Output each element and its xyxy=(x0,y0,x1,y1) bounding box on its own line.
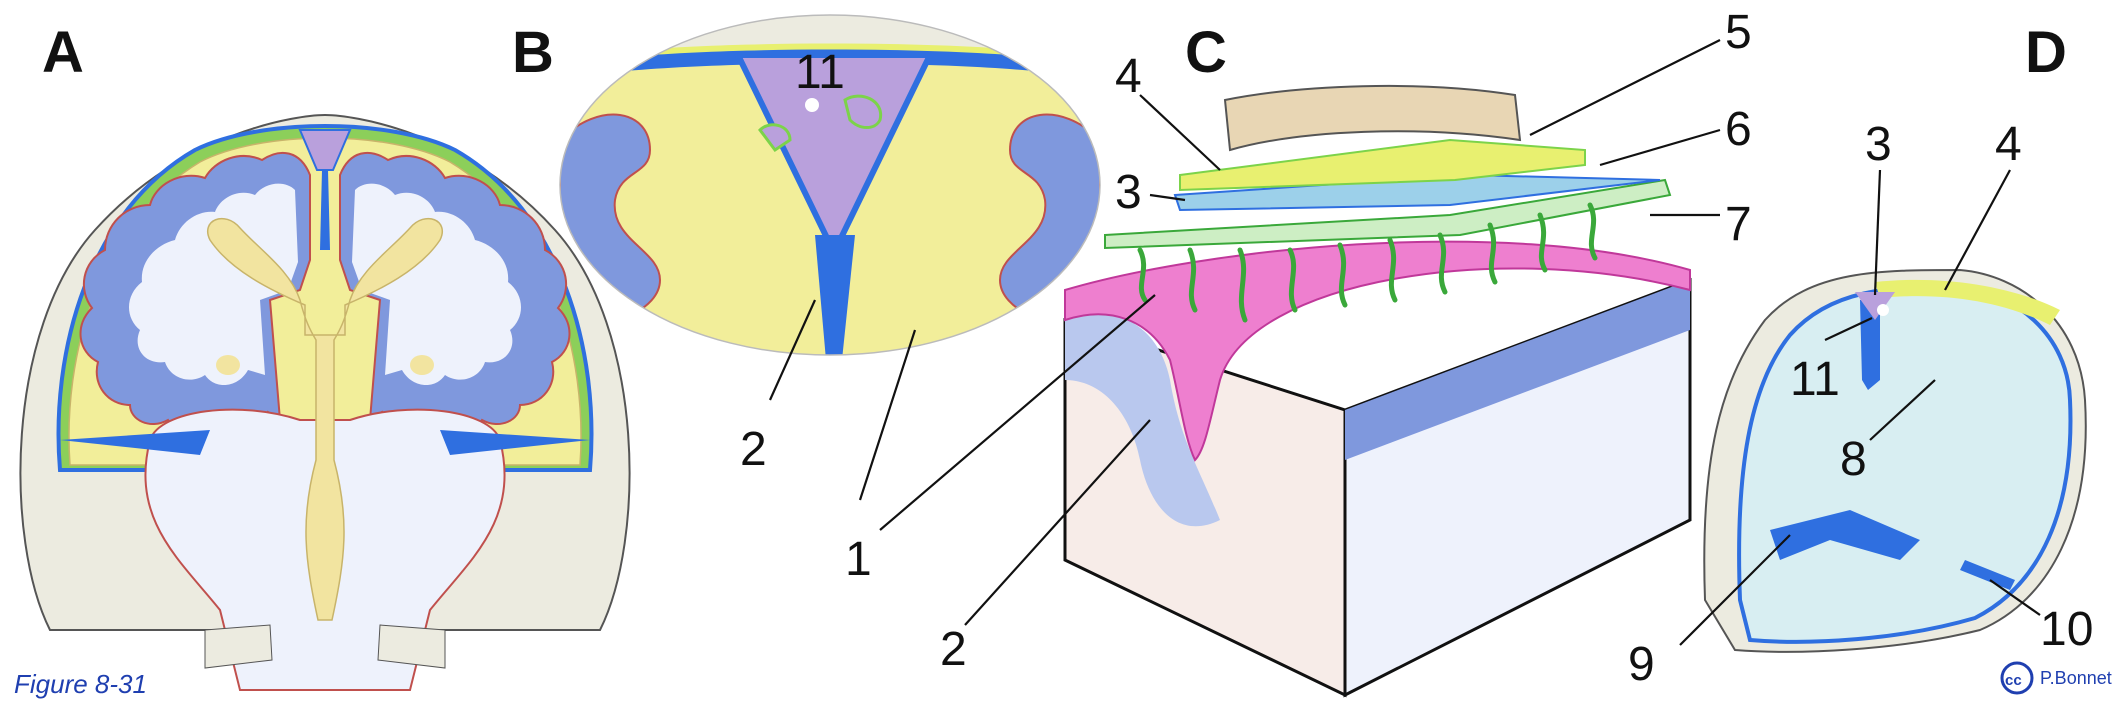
panel-letter-c: C xyxy=(1185,20,1227,85)
label-c-1: 1 xyxy=(845,533,872,586)
label-d-8: 8 xyxy=(1840,433,1867,486)
cc-license-icon: cc xyxy=(2000,661,2034,695)
leader-b-2 xyxy=(768,299,817,401)
falx-cerebri xyxy=(1860,300,1880,390)
right-white-matter xyxy=(352,183,522,386)
label-c-5: 5 xyxy=(1725,6,1752,59)
cortex-band xyxy=(1345,280,1690,460)
label-c-6: 6 xyxy=(1725,103,1752,156)
falx-cerebri xyxy=(320,170,330,250)
author-credit: P.Bonnet xyxy=(2040,668,2112,688)
leader-c-5 xyxy=(1529,39,1721,136)
vertebra-left xyxy=(204,624,273,669)
leader-d-4 xyxy=(1944,169,2011,291)
tentorium-right xyxy=(440,430,590,455)
label-c-4: 4 xyxy=(1115,50,1142,103)
leader-c-4 xyxy=(1139,94,1221,171)
leader-d-9 xyxy=(1679,534,1791,646)
label-d-4: 4 xyxy=(1995,118,2022,171)
arachnoid-band xyxy=(560,43,1100,66)
leader-d-10 xyxy=(1989,579,2041,616)
dot-marker-d xyxy=(1877,304,1889,316)
tentorium xyxy=(1770,510,1920,560)
leader-d-11 xyxy=(1824,317,1873,341)
panel-letter-b: B xyxy=(512,20,554,85)
panel-b-magnified-sinus: 11 2 B xyxy=(512,14,1101,501)
label-d-10: 10 xyxy=(2040,603,2093,656)
label-d-11: 11 xyxy=(1790,353,1840,406)
superior-sagittal-sinus xyxy=(298,129,352,171)
label-c-2: 2 xyxy=(940,623,967,676)
dural-envelope xyxy=(1737,285,2073,644)
leader-c-6 xyxy=(1599,128,1721,167)
tentorium-left xyxy=(60,430,210,455)
leader-d-3 xyxy=(1873,169,1882,296)
panel-letter-d: D xyxy=(2025,20,2067,85)
falx xyxy=(815,235,855,355)
layer-7-arachnoid xyxy=(1104,178,1672,250)
top-yellow-layer xyxy=(1875,279,2060,325)
granulation-right xyxy=(843,94,883,129)
label-d-3: 3 xyxy=(1865,118,1892,171)
panel-d-dural-folds: 3 4 11 8 9 10 D xyxy=(1628,20,2093,691)
layer-4-dura xyxy=(1179,138,1586,192)
arachnoid-trabeculae xyxy=(1137,202,1598,323)
dot-marker xyxy=(805,98,819,112)
cc-mark: cc xyxy=(2005,672,2022,689)
leader-c-3 xyxy=(1149,193,1186,202)
sinus-d xyxy=(1855,292,1895,320)
left-white-matter xyxy=(128,183,298,386)
leader-c-2 xyxy=(964,419,1151,626)
label-c-3: 3 xyxy=(1115,166,1142,219)
vertebra-right xyxy=(377,624,446,669)
leader-b-1 xyxy=(858,329,917,501)
figure-caption: Figure 8-31 xyxy=(14,669,147,699)
layer-5-skull xyxy=(1223,84,1522,152)
temporal-horn-right xyxy=(410,355,434,375)
label-c-7: 7 xyxy=(1725,198,1752,251)
panel-b-outline xyxy=(559,14,1101,356)
label-b-2: 2 xyxy=(740,423,767,476)
panel-c-meningeal-layers: 4 5 6 3 7 1 2 C xyxy=(845,6,1752,698)
label-d-9: 9 xyxy=(1628,638,1655,691)
pia-mater xyxy=(1064,240,1691,462)
ventricles xyxy=(207,217,443,621)
panel-a-coronal-section: A xyxy=(19,20,631,691)
leader-d-8 xyxy=(1869,379,1936,441)
temporal-horn-left xyxy=(216,355,240,375)
granulation-left xyxy=(758,123,792,153)
falx-cerebelli xyxy=(1960,560,2015,590)
leader-c-1 xyxy=(879,294,1156,531)
panel-letter-a: A xyxy=(42,20,84,85)
cortex-front xyxy=(1065,313,1220,527)
label-b-11: 11 xyxy=(795,46,845,99)
